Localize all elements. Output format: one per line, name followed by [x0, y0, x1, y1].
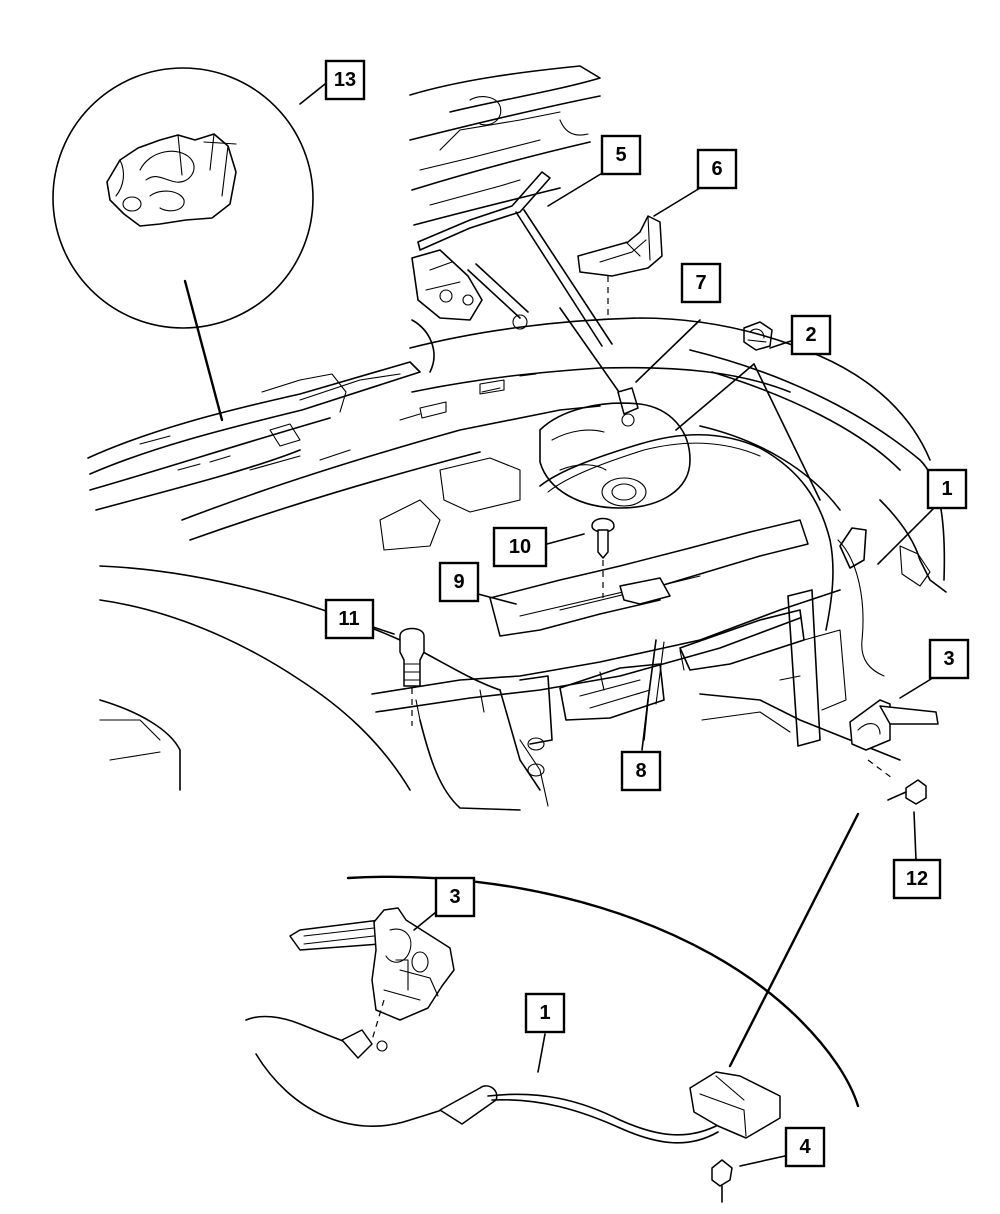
hood-seal — [489, 519, 809, 637]
hood-latch-installed — [849, 699, 939, 779]
hood-bumper-stop — [577, 215, 663, 320]
callout-4-label: 4 — [799, 1136, 811, 1158]
shock-tower — [379, 402, 691, 551]
stay-rod — [643, 639, 665, 741]
callout-8-label: 8 — [635, 760, 646, 782]
callout-3-detail: 3 — [434, 876, 476, 918]
callout-9-label: 9 — [453, 571, 464, 593]
hood-latch-detail — [289, 907, 455, 1041]
callout-10: 10 — [492, 526, 548, 568]
callout-5-label: 5 — [615, 144, 626, 166]
release-handle-screw — [711, 1159, 733, 1203]
callout-6: 6 — [696, 148, 738, 190]
callout-9: 9 — [438, 561, 480, 603]
hood-hinge — [411, 171, 551, 373]
callout-1-upper-label: 1 — [941, 478, 952, 500]
callout-6-label: 6 — [711, 158, 722, 180]
engine-compartment-view — [87, 65, 947, 811]
hood-strut — [515, 209, 639, 427]
cowl-panel — [181, 317, 931, 541]
callout-2-label: 2 — [805, 324, 816, 346]
callout-1-detail: 1 — [524, 992, 566, 1034]
callout-12-label: 12 — [906, 868, 928, 890]
right-fender — [689, 349, 947, 593]
retainer-clip — [743, 321, 773, 351]
callout-7: 7 — [680, 262, 722, 304]
callout-5: 5 — [600, 134, 642, 176]
callout-8: 8 — [620, 750, 662, 792]
latch-cable-detail — [245, 812, 860, 1203]
callout-4: 4 — [784, 1126, 826, 1168]
callout-1-upper: 1 — [926, 468, 968, 510]
hood-panel — [409, 65, 601, 226]
callout-3-upper: 3 — [928, 638, 970, 680]
latch-bolt — [887, 779, 927, 805]
left-fender — [87, 361, 421, 511]
callout-13-label: 13 — [334, 69, 356, 91]
callout-10-label: 10 — [509, 536, 531, 558]
callout-1-detail-label: 1 — [539, 1002, 550, 1024]
callout-3-detail-label: 3 — [449, 886, 460, 908]
leader-lines — [299, 79, 937, 1167]
callout-11: 11 — [324, 598, 375, 640]
release-cable-routing — [539, 433, 885, 677]
hood-bumper — [399, 627, 425, 726]
release-cable-detail — [245, 1015, 781, 1144]
callout-11-label: 11 — [338, 608, 359, 630]
callout-2: 2 — [790, 314, 832, 356]
detail-circle-13 — [52, 67, 314, 422]
push-pin-fastener — [591, 517, 615, 598]
callout-12: 12 — [892, 858, 942, 900]
callout-7-label: 7 — [695, 272, 706, 294]
callout-13: 13 — [324, 59, 366, 101]
callout-3-upper-label: 3 — [943, 648, 954, 670]
